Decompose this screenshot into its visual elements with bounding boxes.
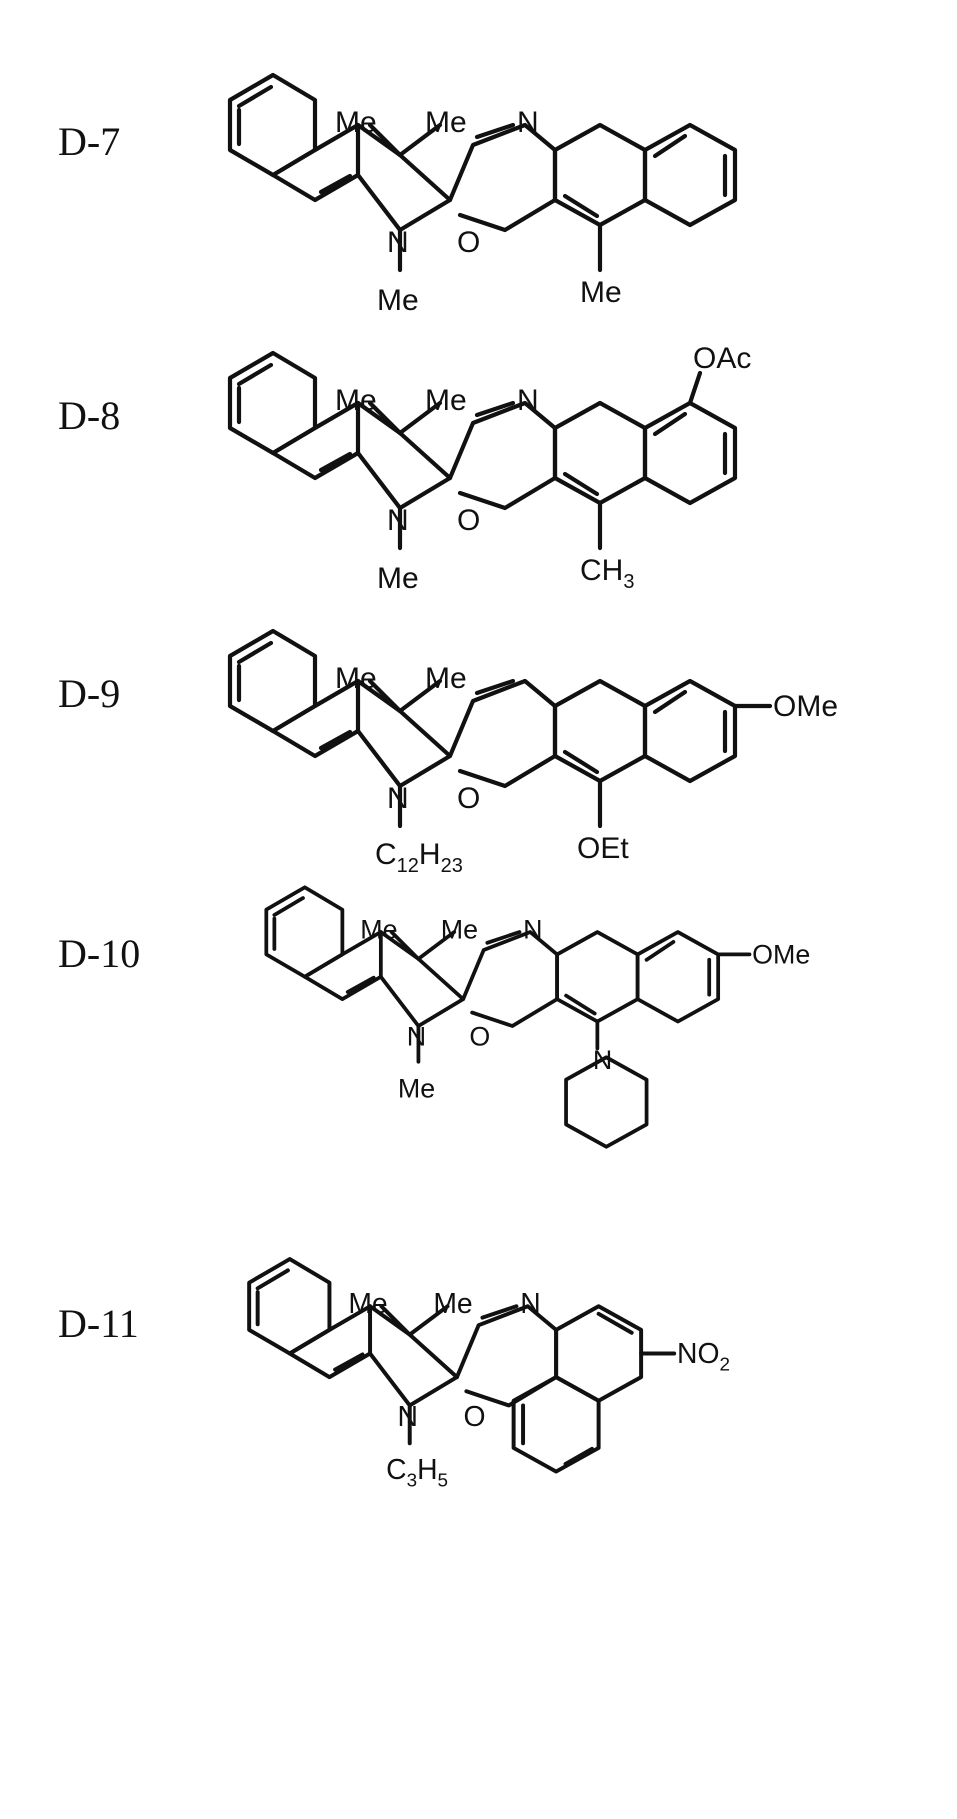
label-sub-b: NO2 xyxy=(677,1338,730,1376)
compound-id-d7: D-7 xyxy=(58,118,120,165)
label-n-ring: N xyxy=(407,1022,426,1052)
label-me2: Me xyxy=(433,1288,472,1320)
label-n-sub-h: H xyxy=(417,1454,437,1486)
label-n-ring: N xyxy=(387,226,409,259)
label-me1: Me xyxy=(360,914,397,944)
label-o: O xyxy=(464,1401,486,1433)
label-n-ring: N xyxy=(387,782,409,815)
label-n-ring: N xyxy=(397,1401,417,1433)
label-me1: Me xyxy=(348,1288,387,1320)
label-me2: Me xyxy=(425,106,467,139)
label-me2: Me xyxy=(425,662,467,695)
label-me1: Me xyxy=(335,662,377,695)
label-sub-a-subscript: 3 xyxy=(623,571,634,593)
label-n-sub-subscript2: 5 xyxy=(438,1471,449,1492)
label-n-ox: N xyxy=(520,1288,540,1320)
label-sub-b: OMe xyxy=(773,690,838,723)
label-n-sub-subscript1: 3 xyxy=(407,1471,417,1492)
ring-indoline xyxy=(358,125,450,230)
label-me2: Me xyxy=(425,384,467,417)
label-sub-a: N xyxy=(593,1045,612,1075)
label-n-sub-main: C xyxy=(386,1454,406,1486)
label-n-ox: N xyxy=(517,106,539,139)
compound-id-d11: D-11 xyxy=(58,1300,139,1347)
label-sub-a: Me xyxy=(580,276,622,309)
label-n-sub: Me xyxy=(377,562,419,595)
label-n-sub: C3H5 xyxy=(386,1454,448,1492)
label-sub-a: CH3 xyxy=(580,554,634,593)
label-o: O xyxy=(457,504,480,537)
compound-id-d10: D-10 xyxy=(58,930,140,977)
label-n-ring: N xyxy=(387,504,409,537)
label-sub-b-main: NO xyxy=(677,1338,720,1370)
label-sub-b-subscript: 2 xyxy=(720,1355,731,1376)
label-n-ox: N xyxy=(517,384,539,417)
label-sub-a-main: CH xyxy=(580,554,623,587)
structure-d10: Me Me N Me O N N OMe xyxy=(225,856,925,1196)
label-me1: Me xyxy=(335,384,377,417)
label-me2: Me xyxy=(441,914,478,944)
compound-id-d9: D-9 xyxy=(58,670,120,717)
label-o: O xyxy=(469,1022,490,1052)
label-sub-b: OMe xyxy=(752,939,810,969)
structure-d11: Me Me N C3H5 O N NO2 xyxy=(225,1226,925,1566)
label-n-sub: Me xyxy=(398,1074,435,1104)
label-o: O xyxy=(457,226,480,259)
compound-id-d8: D-8 xyxy=(58,392,120,439)
label-sub-b: OAc xyxy=(693,342,751,375)
label-n-sub: Me xyxy=(377,284,419,317)
label-n-ox: N xyxy=(523,914,542,944)
label-me1: Me xyxy=(335,106,377,139)
label-o: O xyxy=(457,782,480,815)
